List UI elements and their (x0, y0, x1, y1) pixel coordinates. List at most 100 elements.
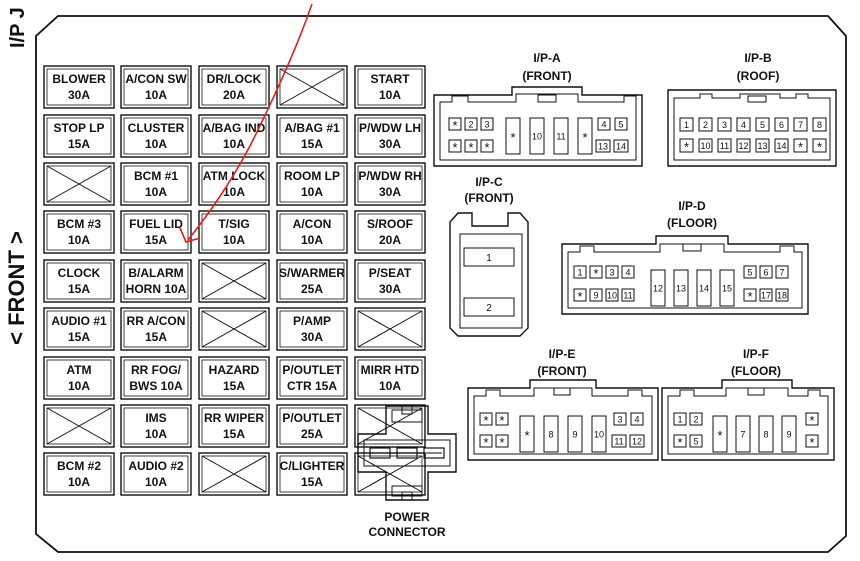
pin-label: * (484, 140, 489, 155)
pin-label: * (809, 413, 814, 428)
connector-pin: * (805, 412, 819, 428)
fuse-rating: 15A (223, 427, 245, 441)
fuse-name: P/OUTLET (282, 363, 342, 377)
pin-label: * (510, 130, 515, 145)
fuse-name: T/SIG (218, 217, 249, 231)
fuse-rating: 15A (301, 475, 323, 489)
connector-ip-f-shell (661, 379, 835, 461)
pin-label: 9 (572, 430, 577, 440)
pin-label: 10 (594, 430, 604, 440)
connector-ip-c-subtitle: (FRONT) (464, 191, 513, 205)
fuse-name: STOP LP (54, 121, 105, 135)
pin-label: 14 (699, 284, 709, 294)
connector-pin: 12 (650, 269, 666, 307)
connector-pin: 11 (611, 434, 627, 448)
fuse-rating: 20A (223, 88, 245, 102)
connector-pin: 5 (755, 117, 770, 132)
pin-label: 15 (722, 284, 732, 294)
pin-label: 13 (757, 141, 767, 151)
pin-label: 7 (798, 120, 803, 130)
fuse-name: CLOCK (58, 266, 101, 280)
empty-fuse-slot (198, 259, 270, 303)
pin-label: 5 (747, 268, 752, 278)
pin-label: 4 (741, 120, 746, 130)
pin-label: * (483, 413, 488, 428)
fuse-rating: 20A (379, 233, 401, 247)
pin-label: 8 (763, 430, 768, 440)
pin-label: * (524, 428, 529, 443)
pin-label: * (483, 435, 488, 450)
connector-ip-c-shell (449, 212, 529, 337)
connector-pin: * (673, 434, 687, 450)
pin-label: 10 (607, 291, 617, 301)
connector-pin: 5 (743, 265, 757, 279)
fuse-rating: 10A (145, 475, 167, 489)
fuse-rating: 10A (68, 475, 90, 489)
pin-label: 11 (623, 291, 632, 301)
empty-fuse-slot (43, 162, 115, 206)
fuse-slot: CLOCK 15A (43, 259, 115, 303)
pin-label: * (817, 140, 822, 155)
connector-pin: 15 (719, 269, 735, 307)
connector-pin: 7 (793, 117, 808, 132)
pin-label: 1 (577, 268, 582, 278)
fuse-rating: 10A (301, 233, 323, 247)
pin-label: 4 (634, 415, 639, 425)
pin-label: 8 (817, 120, 822, 130)
empty-fuse-slot (43, 404, 115, 448)
pin-label: 4 (625, 268, 630, 278)
connector-pin: * (793, 138, 808, 155)
fuse-rating: 30A (379, 137, 401, 151)
connector-pin: 3 (605, 265, 619, 279)
connector-ip-d-inner (567, 243, 803, 309)
fuse-rating: 15A (68, 330, 90, 344)
connector-pin: * (495, 412, 509, 428)
connector-ip-a-shell (433, 86, 643, 167)
fuse-rating: 15A (68, 282, 90, 296)
fuse-rating: 30A (379, 185, 401, 199)
fuse-name: B/ALARM (128, 266, 183, 280)
connector-pin: 3 (717, 117, 732, 132)
power-connector-label-1: POWER (384, 510, 430, 524)
fuse-name: ATM (66, 363, 91, 377)
empty-fuse-slot (198, 452, 270, 496)
connector-ip-f-subtitle: (FLOOR) (731, 364, 781, 378)
connector-pin: 6 (774, 117, 789, 132)
connector-pin: 4 (597, 117, 611, 131)
connector-ip-b-subtitle: (ROOF) (737, 69, 780, 83)
pin-label: * (499, 413, 504, 428)
pin-label: 7 (740, 430, 745, 440)
connector-pin: 1 (679, 117, 694, 132)
connector-pin: 11 (553, 117, 569, 155)
connector-ip-f-title: I/P-F (743, 347, 769, 361)
connector-pin: * (805, 434, 819, 450)
pin-label: * (452, 118, 457, 133)
fuse-name: BLOWER (52, 72, 106, 86)
fuse-rating: 10A (379, 379, 401, 393)
connector-pin: * (577, 117, 593, 155)
fuse-rating: 15A (145, 233, 167, 247)
connector-ip-e-title: I/P-E (549, 347, 576, 361)
empty-fuse-slot (354, 404, 426, 448)
fuse-name: FUEL LID (129, 217, 183, 231)
connector-pin: 2 (698, 117, 713, 132)
pin-label: * (798, 140, 803, 155)
connector-pin: 11 (621, 288, 635, 302)
connector-pin: * (464, 139, 478, 155)
connector-pin: 13 (755, 138, 770, 153)
